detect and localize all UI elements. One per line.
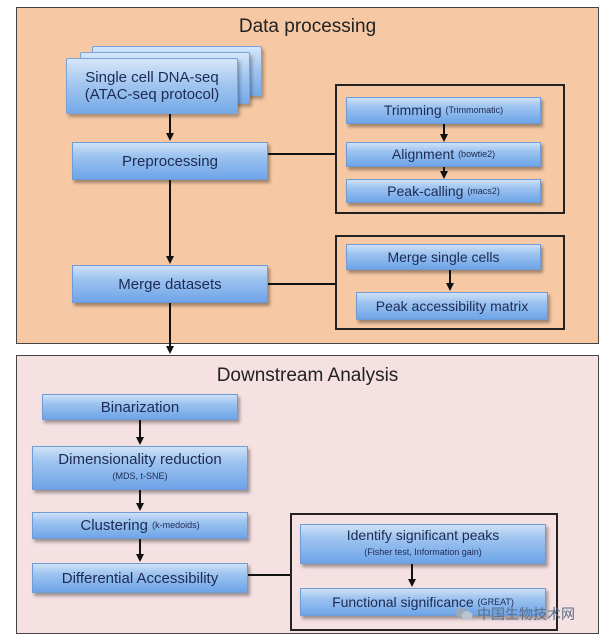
single-cell-line1: Single cell DNA-seq xyxy=(85,69,219,86)
clustering-node: Clustering (k-medoids) xyxy=(32,512,248,539)
single-cell-dnaseq-node: Single cell DNA-seq (ATAC-seq protocol) xyxy=(66,58,238,114)
identify-peaks-label: Identify significant peaks xyxy=(346,527,500,543)
identify-peaks-node: Identify significant peaks (Fisher test,… xyxy=(300,524,546,564)
dim-reduction-label: Dimensionality reduction xyxy=(58,451,222,468)
single-cell-line2: (ATAC-seq protocol) xyxy=(84,86,220,103)
functional-sig-node: Functional significance (GREAT) xyxy=(300,588,546,616)
functional-sig-label: Functional significance xyxy=(332,593,474,610)
peak-calling-label: Peak-calling xyxy=(387,182,464,199)
data-processing-title: Data processing xyxy=(238,16,377,37)
alignment-tool: (bowtie2) xyxy=(458,149,496,159)
binarization-node: Binarization xyxy=(42,394,238,420)
diff-access-node: Differential Accessibility xyxy=(32,563,248,593)
merge-datasets-node: Merge datasets xyxy=(72,265,268,303)
trimming-label: Trimming xyxy=(383,102,442,118)
merge-datasets-label: Merge datasets xyxy=(118,275,222,293)
alignment-label: Alignment xyxy=(391,146,455,162)
dim-reduction-node: Dimensionality reduction (MDS, t-SNE) xyxy=(32,446,248,490)
peak-matrix-node: Peak accessibility matrix xyxy=(356,292,548,320)
trimming-tool: (Trimmomatic) xyxy=(445,105,504,115)
preprocessing-node: Preprocessing xyxy=(72,142,268,180)
clustering-method: (k-medoids) xyxy=(152,520,200,530)
merge-single-cells-node: Merge single cells xyxy=(346,244,541,270)
dim-reduction-methods: (MDS, t-SNE) xyxy=(112,471,168,481)
trimming-node: Trimming (Trimmomatic) xyxy=(346,97,541,124)
functional-sig-tool: (GREAT) xyxy=(477,596,514,607)
significance-group xyxy=(290,513,558,631)
wechat-icon xyxy=(455,608,473,620)
identify-peaks-methods: (Fisher test, Information gain) xyxy=(364,547,482,557)
watermark-text: 中国生物技术网 xyxy=(477,606,575,622)
peak-calling-tool: (macs2) xyxy=(467,185,500,196)
preprocessing-label: Preprocessing xyxy=(122,152,218,170)
merge-group xyxy=(335,235,565,330)
peak-matrix-label: Peak accessibility matrix xyxy=(375,297,529,314)
diff-access-label: Differential Accessibility xyxy=(61,569,219,587)
alignment-node: Alignment (bowtie2) xyxy=(346,142,541,167)
watermark: 中国生物技术网 xyxy=(455,604,575,624)
alignment-group xyxy=(335,84,565,214)
peak-calling-node: Peak-calling (macs2) xyxy=(346,179,541,203)
merge-single-cells-label: Merge single cells xyxy=(387,248,500,265)
binarization-label: Binarization xyxy=(100,398,180,416)
downstream-analysis-title: Downstream Analysis xyxy=(216,365,399,386)
clustering-label: Clustering xyxy=(80,517,148,534)
